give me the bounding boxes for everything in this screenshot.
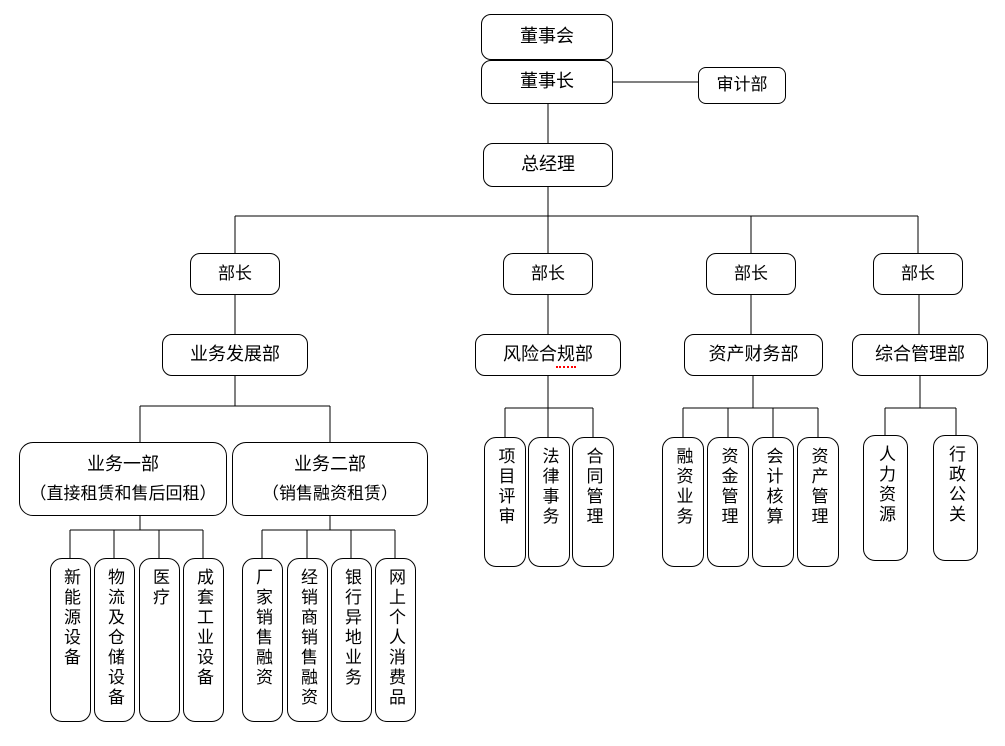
node-label: 物流及仓储设备 — [105, 568, 124, 708]
node-minister-3: 部长 — [706, 253, 796, 295]
node-bank-remote-business: 银行异地业务 — [331, 558, 372, 722]
node-board: 董事会 — [481, 14, 613, 60]
node-general-manager: 总经理 — [483, 143, 613, 187]
node-label: 行政公关 — [946, 445, 965, 525]
node-label: 成套工业设备 — [194, 568, 213, 688]
node-project-review: 项目评审 — [484, 437, 526, 567]
node-minister-1: 部长 — [190, 253, 280, 295]
node-business-unit-2: 业务二部 （销售融资租赁） — [232, 442, 428, 516]
node-logistics-warehouse-equipment: 物流及仓储设备 — [94, 558, 135, 722]
node-minister-4: 部长 — [873, 253, 963, 295]
node-industrial-equipment-sets: 成套工业设备 — [183, 558, 224, 722]
node-label: 融资业务 — [673, 447, 693, 527]
node-dept-business-development: 业务发展部 — [162, 334, 308, 376]
node-online-consumer-goods: 网上个人消费品 — [375, 558, 416, 722]
node-contract-management: 合同管理 — [572, 437, 614, 567]
node-dept-asset-finance: 资产财务部 — [684, 334, 823, 376]
node-new-energy-equipment: 新能源设备 — [50, 558, 91, 722]
node-label: 合同管理 — [583, 447, 603, 527]
node-label: 银行异地业务 — [342, 568, 361, 688]
node-business-unit-1: 业务一部 （直接租赁和售后回租） — [19, 442, 227, 516]
node-label: 资金管理 — [718, 447, 738, 527]
node-minister-2: 部长 — [503, 253, 593, 295]
node-legal-affairs: 法律事务 — [528, 437, 570, 567]
node-admin-public-relations: 行政公关 — [933, 435, 978, 561]
node-accounting: 会计核算 — [752, 437, 794, 567]
node-dept-risk-compliance: 风险合规部 — [475, 334, 621, 376]
node-label: 法律事务 — [539, 447, 559, 527]
node-manufacturer-sales-financing: 厂家销售融资 — [242, 558, 283, 722]
business-unit-title: 业务二部 — [294, 454, 366, 475]
node-label: 厂家销售融资 — [253, 568, 272, 688]
node-human-resources: 人力资源 — [863, 435, 908, 561]
node-label: 项目评审 — [495, 447, 515, 527]
node-label: 资产管理 — [808, 447, 828, 527]
node-dept-general-management: 综合管理部 — [852, 334, 988, 376]
node-label: 新能源设备 — [61, 568, 80, 668]
business-unit-title: 业务一部 — [87, 454, 159, 475]
node-chairman: 董事长 — [481, 60, 613, 104]
node-label: 会计核算 — [763, 447, 783, 527]
node-label: 人力资源 — [876, 445, 895, 525]
node-asset-management: 资产管理 — [797, 437, 839, 567]
node-label: 网上个人消费品 — [386, 568, 405, 708]
node-label: 医疗 — [150, 568, 169, 608]
node-dealer-sales-financing: 经销商销售融资 — [287, 558, 328, 722]
node-medical: 医疗 — [139, 558, 180, 722]
spellcheck-underline — [556, 362, 576, 368]
business-unit-subtitle: （销售融资租赁） — [262, 483, 398, 503]
node-audit-dept: 审计部 — [698, 67, 786, 104]
node-financing-business: 融资业务 — [662, 437, 704, 567]
business-unit-subtitle: （直接租赁和售后回租） — [29, 483, 217, 503]
node-fund-management: 资金管理 — [707, 437, 749, 567]
node-label: 经销商销售融资 — [298, 568, 317, 708]
